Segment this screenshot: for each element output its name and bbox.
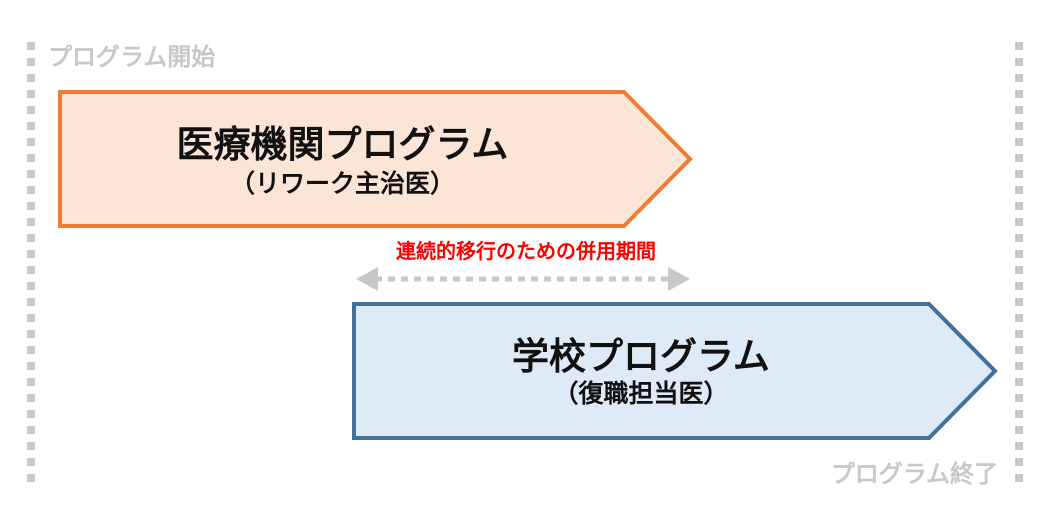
school-program-title: 学校プログラム [512,335,770,378]
overlap-period-label: 連続的移行のための併用期間 [396,239,656,263]
overlap-period-left-arrowhead [356,267,378,291]
medical-program-arrow [58,90,693,228]
medical-program-title: 医療機関プログラム [176,123,509,166]
program-end-label: プログラム終了 [830,460,998,488]
school-program-subtitle: （復職担当医） [553,379,729,408]
medical-program-subtitle: （リワーク主治医） [229,169,455,198]
program-start-label: プログラム開始 [48,43,216,71]
overlap-period-right-arrowhead [668,267,690,291]
school-program-arrow [352,302,998,440]
